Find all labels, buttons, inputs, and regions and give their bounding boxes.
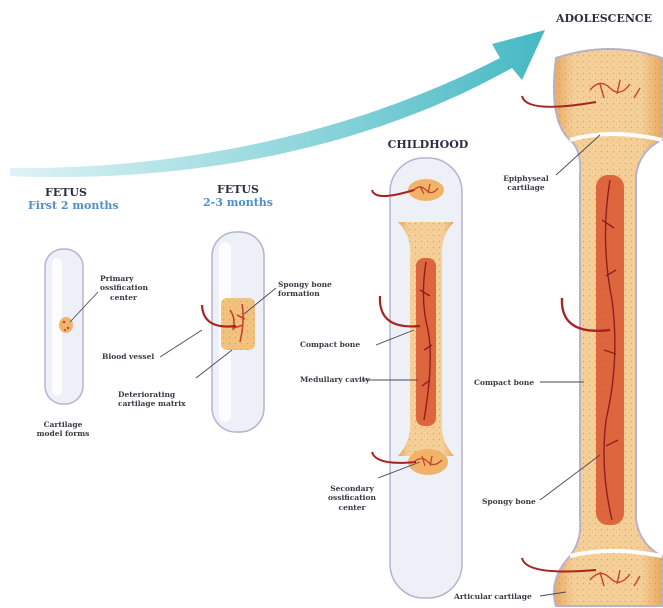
label-cartilage-model: Cartilage model forms [18, 420, 108, 439]
label-primary-ossification: Primary ossification center [100, 274, 148, 302]
label-compact-bone-child: Compact bone [300, 340, 360, 349]
childhood-bone [372, 158, 462, 598]
leader-lines [70, 135, 600, 596]
stage-childhood-title: CHILDHOOD [378, 138, 478, 151]
growth-arrow [10, 30, 545, 177]
label-articular: Articular cartilage [454, 592, 532, 601]
stage-fetus1-title: FETUS First 2 months [28, 186, 104, 212]
label-spongy-bone: Spongy bone [482, 497, 536, 506]
label-secondary-ossification: Secondary ossification center [316, 484, 388, 512]
label-blood-vessel: Blood vessel [102, 352, 154, 361]
label-epiphyseal: Epiphyseal cartilage [498, 174, 554, 193]
label-spongy-formation: Spongy bone formation [278, 280, 332, 299]
stage-adolescence-title: ADOLESCENCE [548, 12, 660, 25]
label-medullary-cavity: Medullary cavity [300, 375, 370, 384]
adolescent-bone [522, 49, 662, 606]
label-deteriorating: Deteriorating cartilage matrix [118, 390, 186, 409]
fetus-second-bone [202, 232, 264, 432]
stage-fetus2-title: FETUS 2-3 months [198, 183, 278, 209]
label-compact-bone-adol: Compact bone [474, 378, 534, 387]
fetus-first-bone [45, 249, 83, 404]
